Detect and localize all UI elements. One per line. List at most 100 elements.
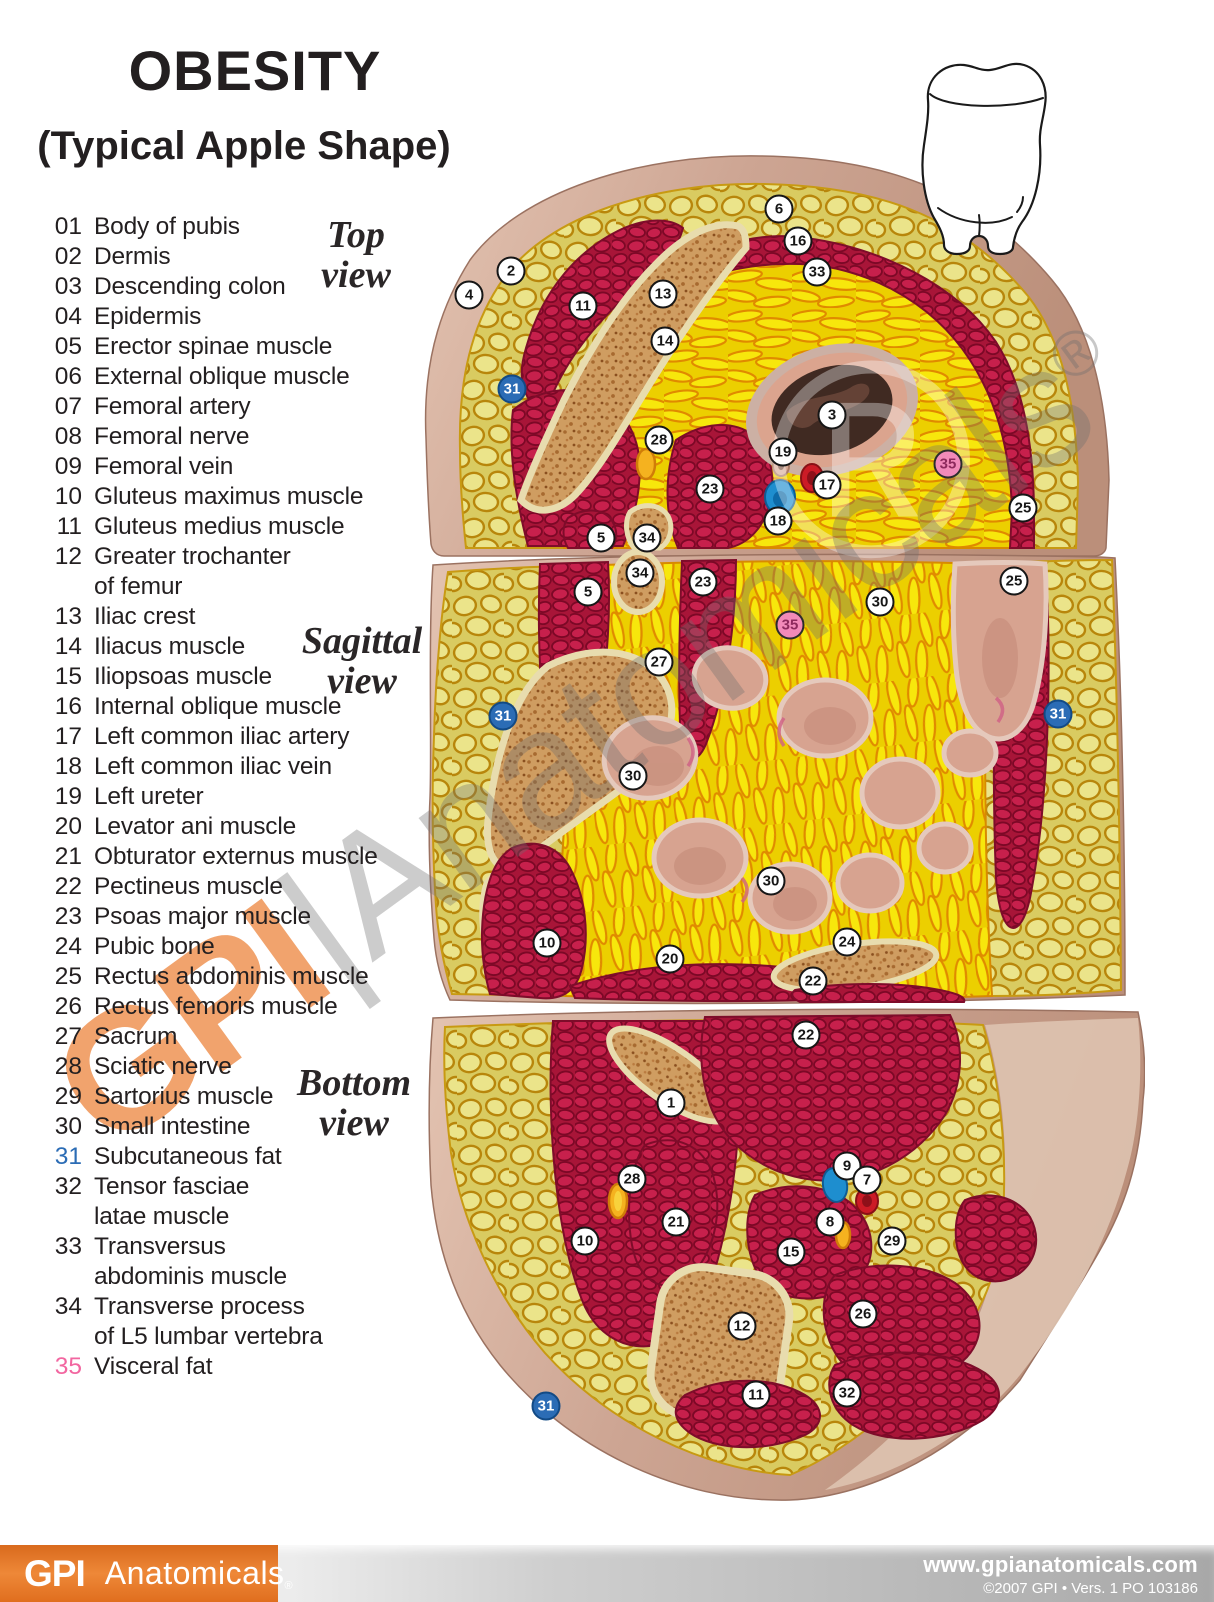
view-label-sagittal: Sagittal view <box>301 620 423 702</box>
callout-top-33: 33 <box>802 257 832 287</box>
legend-number: 27 <box>54 1023 82 1050</box>
legend-number: 25 <box>54 963 82 990</box>
callout-top-28: 28 <box>644 425 674 455</box>
legend-item: 24 Pubic bone <box>44 932 378 962</box>
legend-item: 21 Obturator externus muscle <box>44 842 378 872</box>
legend-number: 15 <box>54 663 82 690</box>
callout-top-35: 35 <box>933 449 963 479</box>
callout-bottom-7: 7 <box>852 1165 882 1195</box>
callout-top-16: 16 <box>783 226 813 256</box>
legend-label: Sacrum <box>94 1023 178 1050</box>
legend-number: 20 <box>54 813 82 840</box>
legend-label: Iliac crest <box>94 603 196 630</box>
legend-number: 17 <box>54 723 82 750</box>
callout-sagittal-25: 25 <box>999 566 1029 596</box>
callout-bottom-10: 10 <box>570 1226 600 1256</box>
legend-label: Erector spinae muscle <box>94 333 333 360</box>
legend-label: Dermis <box>94 243 171 270</box>
callout-bottom-15: 15 <box>776 1237 806 1267</box>
legend-number: 11 <box>56 513 82 540</box>
callout-sagittal-10: 10 <box>532 928 562 958</box>
legend-number: 18 <box>54 753 82 780</box>
callout-bottom-29: 29 <box>877 1226 907 1256</box>
callout-top-13: 13 <box>648 279 678 309</box>
callout-top-4: 4 <box>454 280 484 310</box>
legend-number: 26 <box>54 993 82 1020</box>
footer-info: www.gpianatomicals.com ©2007 GPI • Vers.… <box>923 1552 1198 1597</box>
legend-number: 02 <box>54 243 82 270</box>
legend-label: Rectus femoris muscle <box>94 993 338 1020</box>
view-label-bottom: Bottom view <box>296 1062 412 1144</box>
callout-bottom-22: 22 <box>791 1020 821 1050</box>
legend-number: 29 <box>54 1083 82 1110</box>
callout-bottom-31: 31 <box>531 1391 561 1421</box>
legend-number: 05 <box>54 333 82 360</box>
legend-item: 34 Transverse process of L5 lumbar verteb… <box>44 1292 378 1352</box>
callout-sagittal-30: 30 <box>756 866 786 896</box>
callout-bottom-12: 12 <box>727 1311 757 1341</box>
legend-label: Transverse process of L5 lumbar vertebra <box>94 1293 323 1350</box>
legend-number: 08 <box>54 423 82 450</box>
apple-shape-body-figure <box>921 62 1047 256</box>
legend-label: External oblique muscle <box>94 363 350 390</box>
callout-top-17: 17 <box>812 470 842 500</box>
callout-top-3: 3 <box>817 400 847 430</box>
legend-label: Left common iliac artery <box>94 723 350 750</box>
callout-top-5: 5 <box>586 523 616 553</box>
callout-sagittal-20: 20 <box>655 944 685 974</box>
callout-bottom-21: 21 <box>661 1207 691 1237</box>
legend-label: Pubic bone <box>94 933 215 960</box>
callout-top-25: 25 <box>1008 493 1038 523</box>
legend-label: Tensor fasciae latae muscle <box>94 1173 250 1230</box>
callout-bottom-32: 32 <box>832 1378 862 1408</box>
legend-number: 12 <box>54 543 82 570</box>
legend-label: Visceral fat <box>94 1353 213 1380</box>
legend-label: Epidermis <box>94 303 202 330</box>
callout-bottom-1: 1 <box>656 1088 686 1118</box>
legend-label: Gluteus medius muscle <box>94 513 345 540</box>
legend-item: 12 Greater trochanter of femur <box>44 542 378 602</box>
legend-number: 30 <box>54 1113 82 1140</box>
legend-number: 32 <box>54 1173 82 1200</box>
legend-label: Subcutaneous fat <box>94 1143 282 1170</box>
legend-label: Gluteus maximus muscle <box>94 483 364 510</box>
legend-number: 13 <box>54 603 82 630</box>
legend-label: Levator ani muscle <box>94 813 297 840</box>
legend-label: Greater trochanter of femur <box>94 543 291 600</box>
poster-title: OBESITY <box>128 39 382 102</box>
callout-sagittal-22: 22 <box>798 966 828 996</box>
legend-label: Internal oblique muscle <box>94 693 342 720</box>
legend-label: Femoral artery <box>94 393 251 420</box>
legend-label: Left ureter <box>94 783 204 810</box>
callout-top-11: 11 <box>568 291 598 321</box>
callout-top-31: 31 <box>497 374 527 404</box>
legend-number: 09 <box>54 453 82 480</box>
legend-label: Obturator externus muscle <box>94 843 378 870</box>
callout-sagittal-23: 23 <box>688 567 718 597</box>
legend-item: 05 Erector spinae muscle <box>44 332 378 362</box>
legend-number: 24 <box>54 933 82 960</box>
legend-number: 34 <box>54 1293 82 1320</box>
footer-logo-gpi: GPI <box>24 1552 86 1594</box>
callout-top-18: 18 <box>763 506 793 536</box>
legend-label: Descending colon <box>94 273 286 300</box>
legend-number: 07 <box>54 393 82 420</box>
callout-sagittal-27: 27 <box>644 647 674 677</box>
legend-number: 21 <box>54 843 82 870</box>
legend-item: 17 Left common iliac artery <box>44 722 378 752</box>
